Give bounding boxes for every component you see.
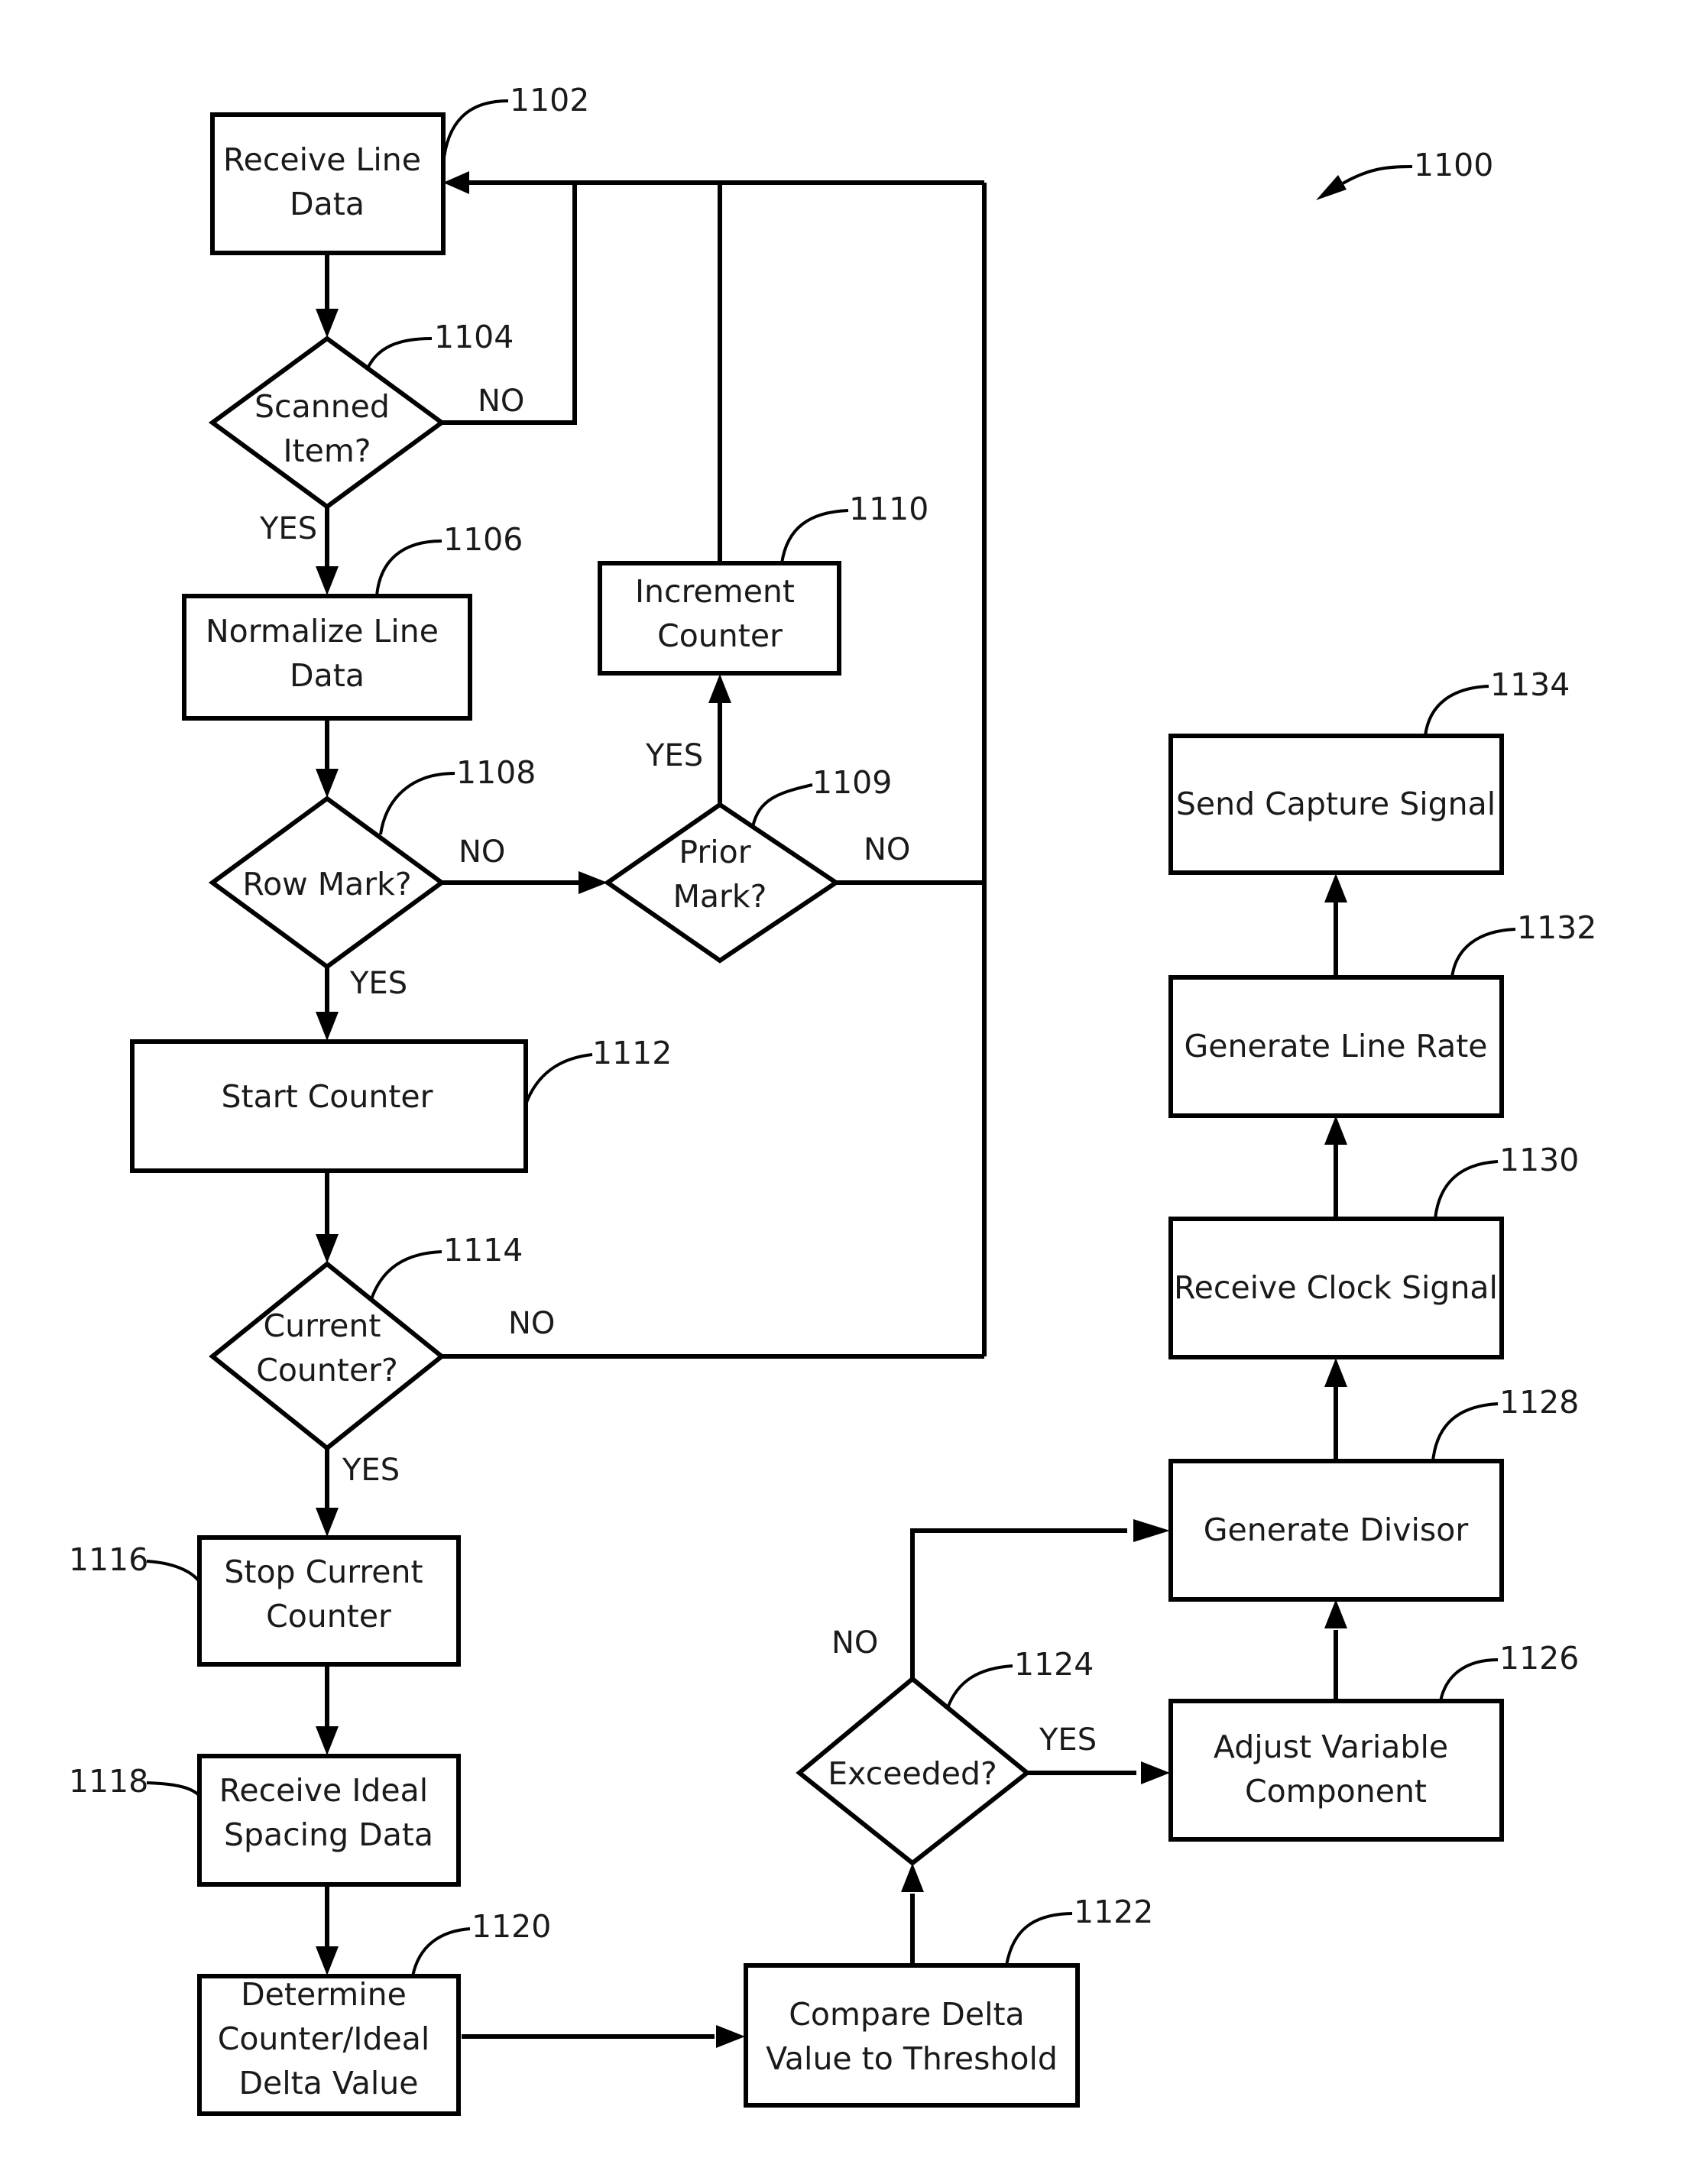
ref-1134: 1134 <box>1490 666 1570 703</box>
leader-1126 <box>1441 1660 1498 1701</box>
leader-1104 <box>368 339 432 367</box>
leader-1124 <box>948 1666 1013 1708</box>
label-1130: Receive Clock Signal <box>1174 1269 1498 1306</box>
label-1128: Generate Divisor <box>1204 1512 1469 1548</box>
ref-1106: 1106 <box>443 521 523 558</box>
arrowhead-into-1132 <box>1324 1116 1347 1145</box>
branch-1104-yes: YES <box>259 511 317 546</box>
arrowhead-into-1124 <box>901 1863 924 1892</box>
ref-1118: 1118 <box>69 1763 148 1800</box>
branch-1109-yes: YES <box>645 738 703 773</box>
leader-1109 <box>753 785 812 827</box>
ref-1104: 1104 <box>434 319 514 355</box>
arrowhead-into-1108 <box>316 769 339 798</box>
ref-1114: 1114 <box>443 1232 523 1269</box>
arrowhead-into-1114 <box>316 1234 339 1263</box>
arrowhead-into-1126 <box>1141 1761 1170 1784</box>
leader-1106 <box>377 541 442 596</box>
label-1108: Row Mark? <box>242 866 411 902</box>
arrowhead-into-1102 <box>443 171 469 194</box>
ref-1122: 1122 <box>1074 1894 1153 1930</box>
leader-1114 <box>371 1252 442 1299</box>
arrowhead-into-1118 <box>316 1726 339 1755</box>
label-1120: Determine Counter/Ideal Delta Value <box>218 1976 440 2101</box>
leader-1102 <box>443 101 508 164</box>
ref-1102: 1102 <box>510 82 589 118</box>
ref-1109: 1109 <box>812 764 892 801</box>
leader-1116 <box>147 1561 199 1582</box>
leader-1122 <box>1006 1913 1072 1965</box>
ref-1126: 1126 <box>1499 1640 1579 1677</box>
leader-1132 <box>1452 929 1515 977</box>
ref-1132: 1132 <box>1517 909 1596 946</box>
branch-1124-no: NO <box>831 1625 878 1661</box>
ref-1110: 1110 <box>849 491 929 527</box>
label-1112: Start Counter <box>221 1078 433 1115</box>
figure-ref-1100: 1100 <box>1414 147 1493 183</box>
leader-1134 <box>1425 686 1489 736</box>
arrowhead-into-1106 <box>316 566 339 595</box>
arrowhead-into-1128-bottom <box>1324 1599 1347 1628</box>
leader-1108 <box>381 773 455 834</box>
leader-fig-1100 <box>1339 167 1412 186</box>
arrowhead-into-1130 <box>1324 1358 1347 1387</box>
arrowhead-into-1120 <box>316 1946 339 1975</box>
leader-1110 <box>782 510 848 563</box>
leader-1112 <box>526 1055 592 1104</box>
leader-1130 <box>1435 1162 1498 1219</box>
ref-1130: 1130 <box>1499 1142 1579 1178</box>
leader-1120 <box>413 1929 470 1976</box>
arrowhead-into-1110 <box>708 674 731 703</box>
ref-1128: 1128 <box>1499 1384 1579 1421</box>
leader-1128 <box>1433 1404 1498 1461</box>
arrowhead-into-1134 <box>1324 873 1347 902</box>
arrowhead-fig-1100 <box>1316 175 1347 200</box>
ref-1112: 1112 <box>592 1035 672 1071</box>
branch-1114-yes: YES <box>342 1453 400 1488</box>
leader-1118 <box>147 1783 199 1796</box>
arrowhead-into-1116 <box>316 1508 339 1537</box>
branch-1104-no: NO <box>478 384 524 419</box>
process-box-1126 <box>1171 1701 1502 1839</box>
arrowhead-into-1122 <box>716 2025 745 2048</box>
process-box-1122 <box>746 1965 1078 2105</box>
label-1132: Generate Line Rate <box>1184 1028 1487 1064</box>
branch-1108-no: NO <box>459 834 505 870</box>
ref-1120: 1120 <box>472 1908 551 1945</box>
branch-1124-yes: YES <box>1039 1722 1097 1758</box>
branch-1114-no: NO <box>508 1306 555 1341</box>
branch-1108-yes: YES <box>349 966 407 1001</box>
branch-1109-no: NO <box>864 832 910 867</box>
process-box-1102 <box>212 115 443 253</box>
ref-1116: 1116 <box>69 1541 148 1578</box>
arrowhead-into-1104 <box>316 309 339 338</box>
ref-1124: 1124 <box>1014 1646 1094 1683</box>
arrowhead-into-1112 <box>316 1012 339 1041</box>
label-1124: Exceeded? <box>828 1755 997 1792</box>
ref-1108: 1108 <box>456 754 536 791</box>
arrowhead-into-1109 <box>579 871 608 894</box>
label-1134: Send Capture Signal <box>1176 786 1496 822</box>
arrowhead-into-1128-left <box>1133 1519 1170 1542</box>
